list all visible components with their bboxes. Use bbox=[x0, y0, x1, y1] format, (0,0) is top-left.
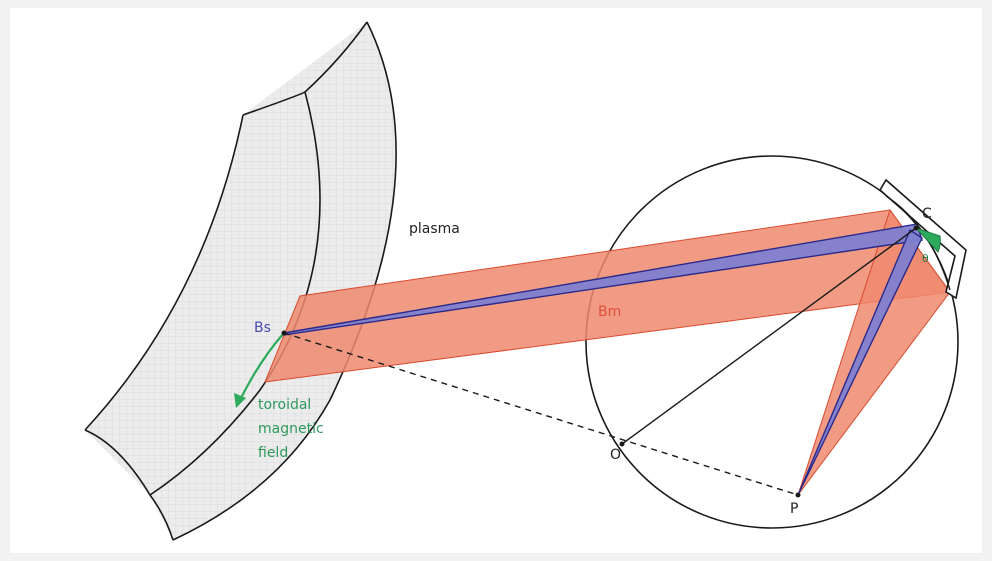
rowland-circle bbox=[585, 155, 959, 529]
label-bm: Bm bbox=[598, 304, 621, 320]
crystal-holder bbox=[878, 178, 967, 300]
bragg-angle-wedge bbox=[914, 226, 941, 253]
point-c bbox=[913, 225, 919, 231]
label-toroidal-line-3: field bbox=[258, 445, 288, 461]
label-theta: θ bbox=[922, 252, 929, 265]
line-o-to-crystal bbox=[621, 227, 917, 445]
label-o: O bbox=[610, 447, 621, 463]
plasma-inner-boundary bbox=[84, 114, 244, 431]
blue-beam-crystal-to-detector bbox=[797, 228, 923, 496]
plasma-top-edge bbox=[242, 21, 368, 116]
plasma-bottom-edge bbox=[84, 429, 174, 541]
label-p: P bbox=[790, 501, 798, 517]
label-toroidal-line-2: magnetic bbox=[258, 421, 324, 437]
dashed-line-bs-to-p bbox=[283, 332, 799, 496]
point-bs bbox=[281, 330, 287, 336]
label-plasma: plasma bbox=[409, 221, 460, 237]
label-c: C bbox=[922, 206, 932, 222]
point-o bbox=[619, 441, 625, 447]
label-bs: Bs bbox=[254, 320, 271, 336]
red-beam-crystal-to-detector bbox=[797, 208, 951, 496]
point-p bbox=[795, 492, 801, 498]
label-toroidal-line-1: toroidal bbox=[258, 397, 311, 413]
toroidal-field-arrow bbox=[239, 332, 285, 401]
plasma-grid bbox=[85, 22, 397, 540]
toroidal-field-arrowhead bbox=[234, 393, 246, 408]
